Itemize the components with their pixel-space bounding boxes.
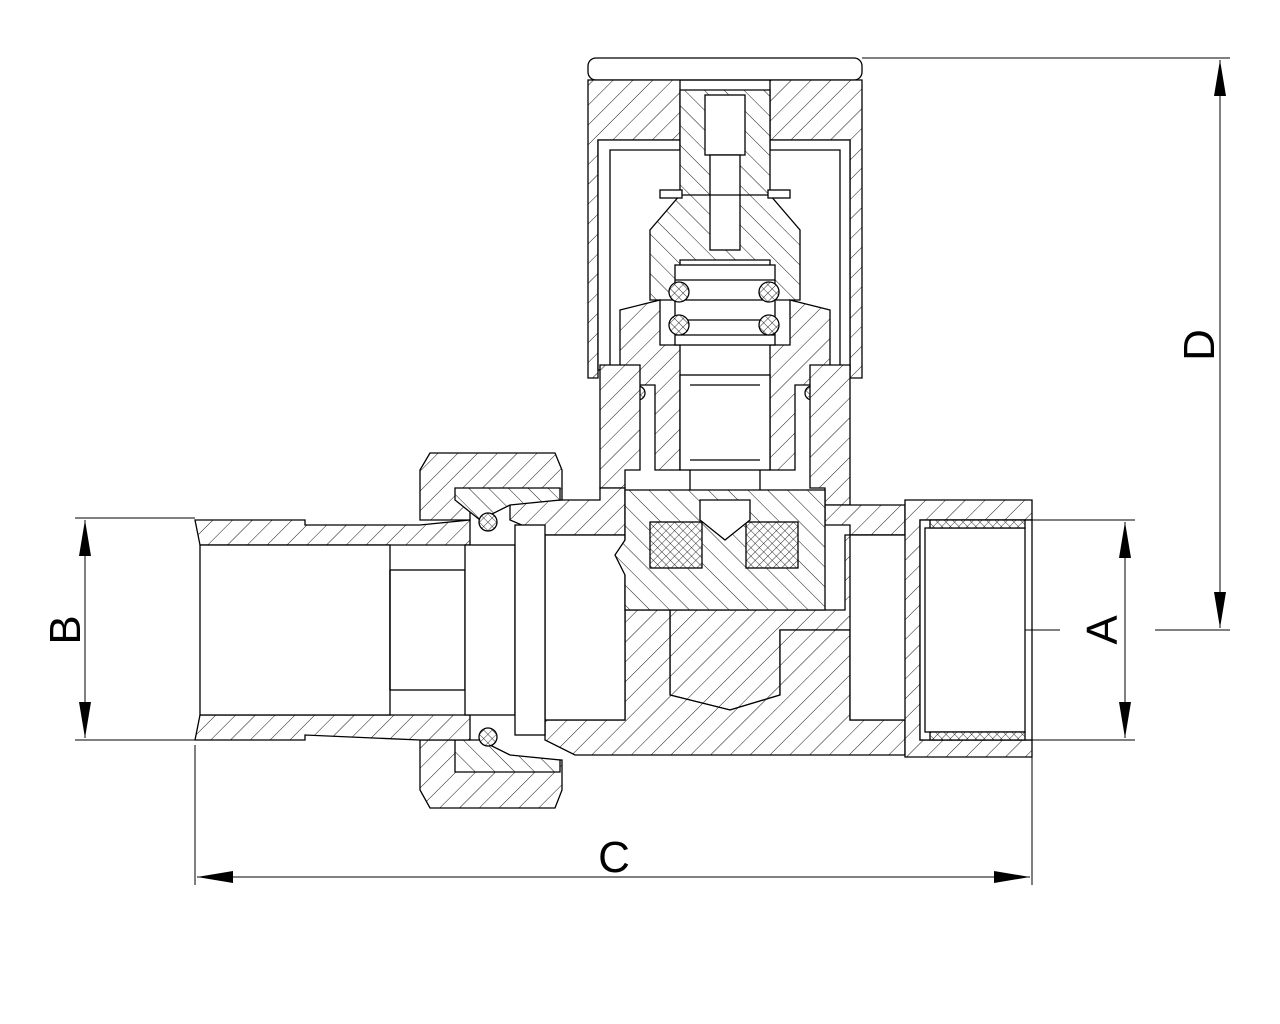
dimension-d: D	[862, 57, 1230, 631]
handle-cap	[587, 57, 863, 379]
valve-disc	[614, 489, 826, 611]
dimension-c: C	[194, 745, 1033, 885]
spindle-insert	[679, 374, 771, 501]
right-threaded-end	[904, 499, 1033, 758]
dimension-a: A	[1025, 519, 1135, 741]
union-nut	[419, 452, 563, 809]
gland-nut	[619, 264, 831, 471]
dimension-label-c: C	[598, 833, 630, 882]
dimension-label-d: D	[1175, 329, 1224, 361]
dimension-label-b: B	[41, 615, 90, 644]
tailpiece	[194, 519, 546, 741]
dimension-b: B	[41, 517, 195, 741]
dimension-label-a: A	[1078, 615, 1127, 645]
valve-stem	[649, 89, 801, 301]
